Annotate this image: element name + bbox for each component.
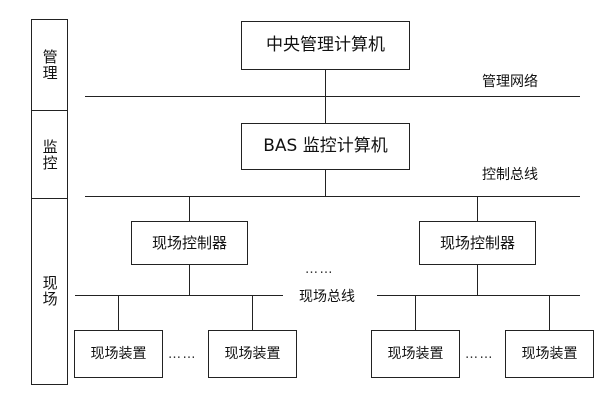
node-field-controller-right[interactable]: 现场控制器 (419, 221, 536, 265)
node-field-device-4[interactable]: 现场装置 (505, 330, 594, 378)
link-central-to-management-network (325, 70, 326, 96)
link-management-network-to-bas (325, 96, 326, 123)
layer-legend-sidebar: 管理 监控 现场 (31, 19, 68, 385)
node-field-device-2[interactable]: 现场装置 (208, 330, 297, 378)
bus-field-segment-right (377, 295, 580, 296)
node-label: 现场控制器 (439, 233, 515, 252)
node-central-management-computer[interactable]: 中央管理计算机 (241, 21, 410, 70)
bus-label-management-network: 管理网络 (482, 74, 538, 90)
link-controller-right-to-field-bus (477, 265, 478, 295)
node-label: 现场控制器 (151, 233, 227, 252)
link-controller-left-to-field-bus (189, 265, 190, 295)
sidebar-item-monitoring[interactable]: 监控 (32, 110, 67, 198)
node-label: 现场装置 (90, 346, 147, 362)
ellipsis-between-devices-left: …… (168, 347, 197, 362)
link-field-bus-to-device-1 (118, 295, 119, 330)
sidebar-item-label: 监控 (40, 138, 59, 171)
node-label: 现场装置 (521, 346, 578, 362)
bus-control (85, 196, 580, 197)
node-field-device-1[interactable]: 现场装置 (74, 330, 163, 378)
sidebar-item-management[interactable]: 管理 (32, 20, 67, 110)
node-label: 现场装置 (224, 346, 281, 362)
node-bas-monitoring-computer[interactable]: BAS 监控计算机 (241, 123, 410, 170)
node-field-device-3[interactable]: 现场装置 (371, 330, 460, 378)
link-bas-to-control-bus (325, 170, 326, 196)
ellipsis-between-devices-right: …… (465, 347, 494, 362)
link-control-bus-to-controller-left (189, 196, 190, 221)
node-label: 中央管理计算机 (266, 35, 385, 55)
bus-label-control-bus: 控制总线 (482, 167, 538, 183)
bus-field-segment-left (75, 295, 283, 296)
link-control-bus-to-controller-right (477, 196, 478, 221)
node-label: BAS 监控计算机 (263, 136, 388, 156)
link-field-bus-to-device-3 (415, 295, 416, 330)
node-label: 现场装置 (387, 346, 444, 362)
bus-management-network (85, 96, 580, 97)
node-field-controller-left[interactable]: 现场控制器 (131, 221, 248, 265)
ellipsis-between-controllers: …… (305, 262, 334, 277)
link-field-bus-to-device-4 (549, 295, 550, 330)
sidebar-item-label: 现场 (40, 275, 59, 307)
bus-label-field-bus: 现场总线 (293, 286, 361, 306)
sidebar-item-label: 管理 (40, 49, 59, 81)
sidebar-item-field[interactable]: 现场 (32, 198, 67, 383)
link-field-bus-to-device-2 (252, 295, 253, 330)
